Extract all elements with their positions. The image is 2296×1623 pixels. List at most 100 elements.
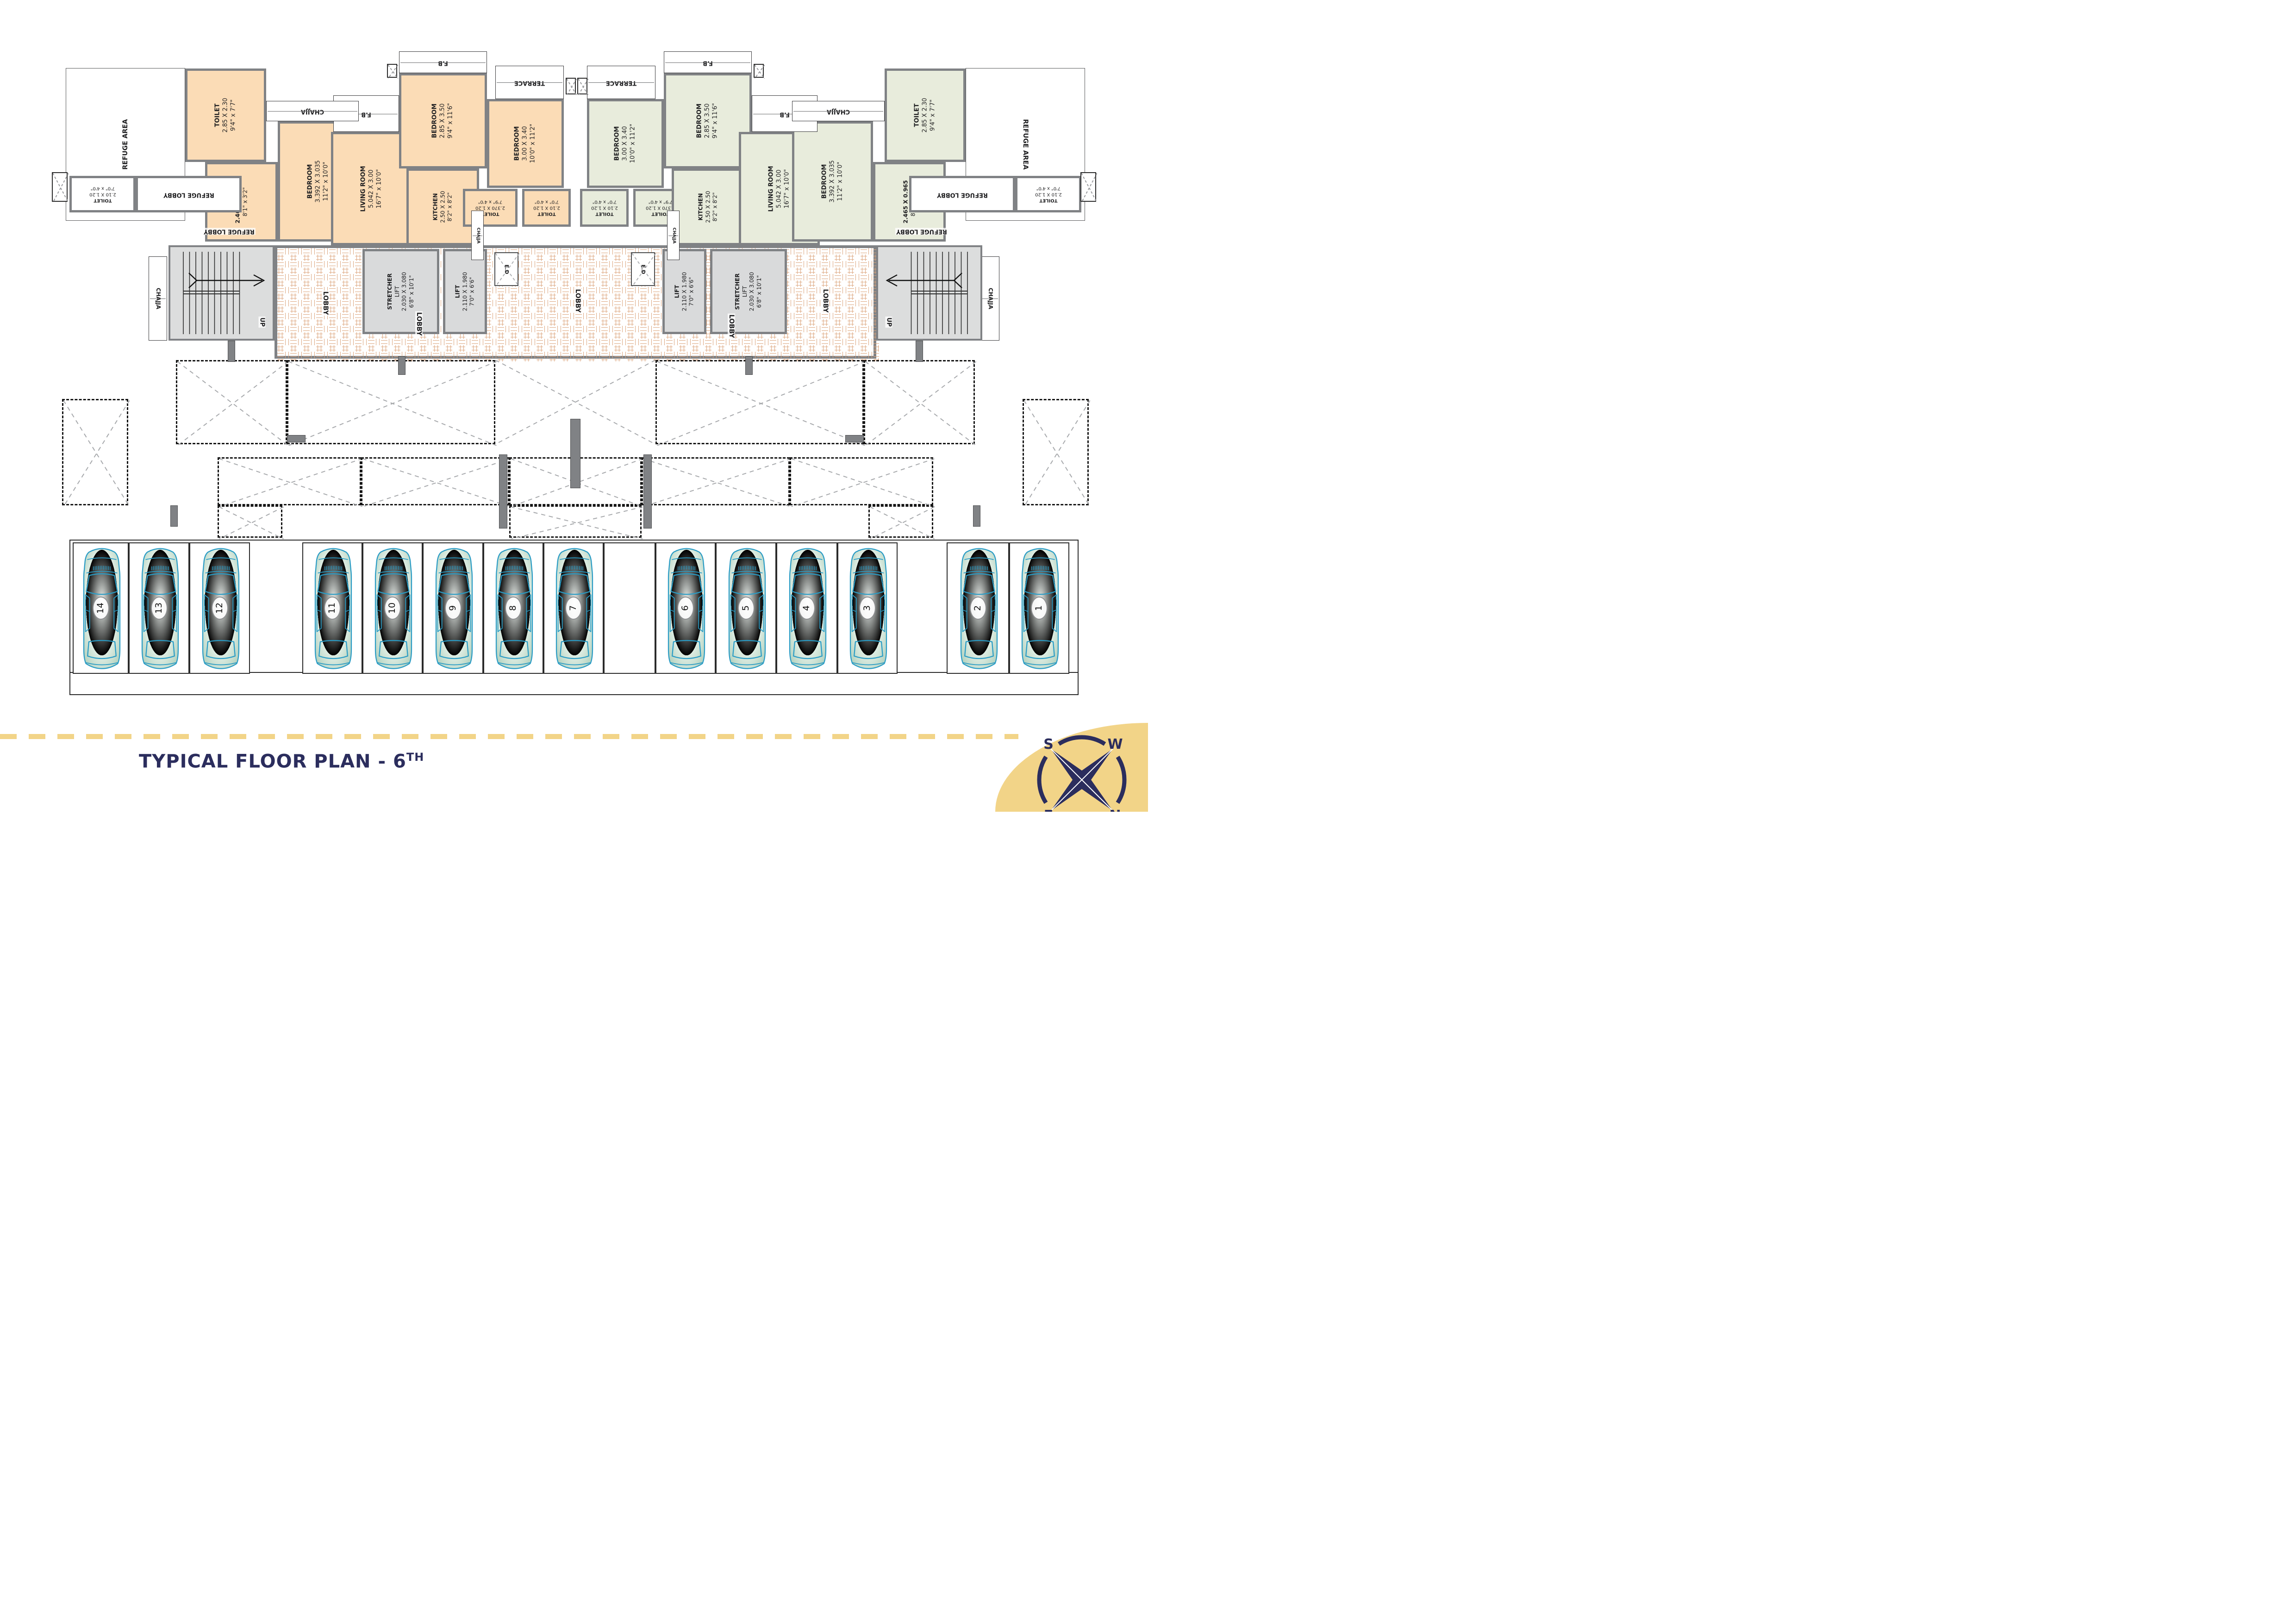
stair-right [876, 245, 982, 341]
label-line: STRETCHER [386, 273, 393, 310]
parking-stall-empty-8 [604, 542, 655, 674]
column-7 [745, 356, 753, 375]
label-line: 2.10 X 1.20 [533, 205, 560, 211]
label-fb-living-left: F.B [361, 110, 371, 118]
compass-letter-e: E [1044, 808, 1054, 812]
label-line: 7'9" x 4'0" [648, 199, 673, 205]
shaft-4 [754, 64, 765, 79]
label-line: 2.85 X 3.50 [704, 103, 711, 138]
struct-box-12 [868, 505, 935, 540]
label-line: 8'2" x 8'2" [446, 192, 453, 222]
struct-box-7 [361, 457, 511, 507]
parking-stall-6: 6 [655, 542, 716, 674]
parking-number-4: 4 [799, 597, 815, 620]
label-line: 2.85 X 2.30 [222, 98, 229, 133]
page-title-text: TYPICAL FLOOR PLAN - 6 [139, 751, 406, 772]
label-line: F.B [703, 59, 713, 66]
label-line: BEDROOM [821, 164, 828, 199]
struct-box-1 [176, 360, 289, 446]
label-line: 8'1" x 3'2" [241, 187, 248, 217]
label-ed-right: E.D [640, 264, 646, 274]
label-refuge-area-right: REFUGE AREA [1021, 119, 1029, 169]
strip-terrace-left: TERRACE [495, 66, 564, 99]
parking-number-10: 10 [384, 597, 401, 620]
label-line: 16'7" x 10'0" [783, 169, 790, 208]
page-title: TYPICAL FLOOR PLAN - 6TH [139, 751, 424, 772]
label-line: 5.042 X 3.00 [368, 169, 375, 208]
label-line: 10'0" x 11'2" [529, 124, 537, 163]
label-line: 2.030 X 3.080 [401, 272, 407, 311]
compass-letter-w: W [1107, 736, 1123, 752]
struct-box-6 [218, 457, 363, 507]
label-line: 2.110 X 1.980 [680, 272, 687, 311]
parking-stall-8: 8 [483, 542, 543, 674]
label-refuge-lobby-left: REFUGE LOBBY [163, 190, 214, 198]
column-8 [170, 505, 178, 527]
column-3 [643, 454, 652, 529]
label-line: E.D [504, 264, 510, 274]
parking-stall-4: 4 [776, 542, 837, 674]
parking-stall-1: 1 [1009, 542, 1069, 674]
label-line: REFUGE AREA [1022, 119, 1029, 170]
stair-left [168, 245, 275, 341]
strip-chajja-left: CHAJJA [266, 101, 359, 121]
label-terrace-left: TERRACE [514, 79, 545, 86]
label-line: 5.042 X 3.00 [775, 169, 783, 208]
box-ed-right: E.D [631, 252, 656, 287]
label-line: STRETCHER [734, 273, 741, 310]
label-chajja-right: CHAJJA [827, 107, 850, 115]
label-line: REFUGE LOBBY [163, 191, 214, 198]
parking-stall-5: 5 [716, 542, 776, 674]
label-line: 9'4" x 7'7" [929, 99, 936, 131]
label-up-left: UP [258, 316, 266, 328]
label-line: TOILET [595, 211, 614, 217]
label-line: 7'0" x 4'0" [592, 199, 617, 205]
label-line: 9'4" x 11'6" [711, 103, 719, 139]
label-line: CHAJJA [826, 108, 850, 115]
label-lobby-4: LOBBY [728, 313, 735, 339]
label-line: 9'4" x 7'7" [229, 99, 237, 131]
column-1 [570, 419, 580, 488]
label-line: TOILET [481, 211, 499, 217]
label-lobby-2: LOBBY [415, 311, 423, 337]
label-line: 2.10 X 1.20 [1035, 192, 1062, 197]
label-refuge-lobby-left-2: REFUGE LOBBY [203, 228, 256, 235]
label-line: KITCHEN [432, 193, 439, 221]
shaft-5 [52, 172, 69, 203]
label-line: 7'0" x 6'6" [688, 277, 695, 306]
label-line: REFUGE AREA [121, 119, 129, 170]
compass-letter-n: N [1109, 808, 1121, 812]
label-line: 2.85 X 3.50 [439, 103, 446, 138]
label-line: CHAJJA [475, 227, 480, 243]
label-line: 2.465 X 0.965 [902, 180, 909, 224]
label-line: 2.370 X 1.20 [475, 205, 505, 211]
label-line: 7'9" x 4'0" [478, 199, 503, 205]
parking-number-2: 2 [969, 597, 986, 620]
parking-number-14: 14 [92, 597, 109, 620]
label-line: LIFT [393, 286, 400, 298]
label-line: F.B [780, 110, 790, 118]
label-line: F.B [438, 59, 448, 66]
